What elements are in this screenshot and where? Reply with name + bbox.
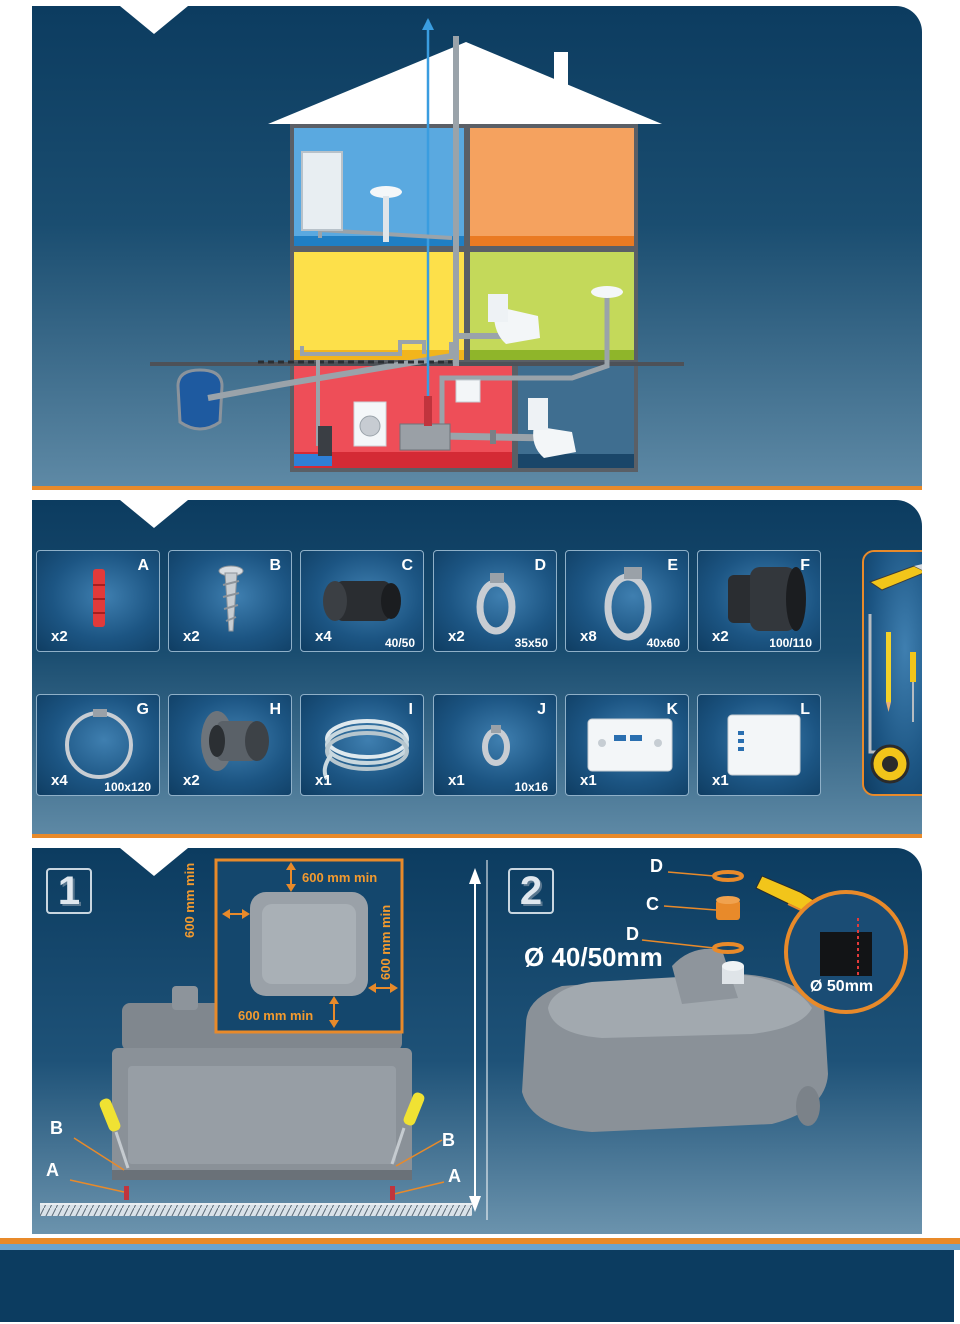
- part-quantity: x2: [183, 628, 200, 645]
- septic-tank: [176, 368, 224, 431]
- clearance-left-label: 600 mm min: [182, 862, 197, 938]
- part-d: D x2 35x50: [433, 550, 557, 652]
- panel-notch: [120, 500, 188, 528]
- washbasin: [370, 186, 402, 198]
- label-d-bottom: D: [626, 924, 639, 944]
- part-letter: E: [667, 557, 678, 574]
- screwdriver-right: [403, 1092, 425, 1126]
- part-b: B x2: [168, 550, 292, 652]
- basement-toilet: [533, 426, 576, 458]
- part-letter: D: [534, 557, 546, 574]
- control-box: [455, 379, 481, 403]
- part-j: J x1 10x16: [433, 694, 557, 796]
- tube-coil-icon: [322, 719, 409, 781]
- label-a-right: A: [448, 1166, 461, 1186]
- washbasin-2: [591, 286, 623, 298]
- label-b-right: B: [442, 1130, 455, 1150]
- part-quantity: x2: [448, 628, 465, 645]
- label-b-left: B: [50, 1118, 63, 1138]
- part-letter: F: [800, 557, 810, 574]
- step-number-2: 2: [508, 868, 554, 914]
- part-letter: C: [401, 557, 413, 574]
- control-box-icon: [587, 718, 673, 772]
- alarm-box-icon: [727, 714, 801, 776]
- part-quantity: x2: [51, 628, 68, 645]
- tools-icon: [868, 564, 922, 784]
- label-c: C: [646, 894, 659, 914]
- hose-clamp-icon: [604, 567, 652, 641]
- parts-list-panel: A x2 B x2 C x4 40/50 D x2 35x: [32, 500, 922, 838]
- part-letter: K: [666, 701, 678, 718]
- label-a-left: A: [46, 1160, 59, 1180]
- installation-steps-panel: 1 600 mm min 600 mm min 600 mm min 600 m…: [32, 848, 922, 1234]
- part-letter: B: [269, 557, 281, 574]
- house-diagram-panel: [32, 6, 922, 490]
- part-c: C x4 40/50: [300, 550, 424, 652]
- panel-notch: [120, 848, 188, 876]
- chimney: [554, 52, 568, 92]
- part-g: G x4 100x120: [36, 694, 160, 796]
- footer-stripe-orange: [0, 1238, 960, 1244]
- stepped-sleeve-icon: [728, 567, 806, 631]
- large-clamp-icon: [65, 709, 133, 779]
- installation-illustration: [40, 858, 908, 1220]
- part-f: F x2 100/110: [697, 550, 821, 652]
- part-h: H x2: [168, 694, 292, 796]
- footer-stripe-blue: [0, 1244, 960, 1250]
- part-size: 40x60: [646, 636, 680, 650]
- part-size: 100/110: [769, 636, 812, 650]
- part-letter: I: [408, 701, 413, 718]
- part-quantity: x1: [580, 772, 597, 789]
- pump-unit: [399, 423, 451, 451]
- clearance-right-label: 600 mm min: [378, 904, 393, 980]
- cut-diameter-label: Ø 50mm: [810, 978, 874, 995]
- part-quantity: x8: [580, 628, 597, 645]
- label-d-top: D: [650, 856, 663, 876]
- rubber-sleeve-icon: [323, 581, 401, 621]
- part-letter: L: [800, 701, 810, 718]
- part-letter: J: [537, 701, 546, 718]
- part-quantity: x1: [712, 772, 729, 789]
- sump-pump: [318, 426, 332, 456]
- part-quantity: x1: [315, 772, 332, 789]
- small-clamp-icon: [482, 725, 510, 766]
- part-l: L x1: [697, 694, 821, 796]
- part-letter: A: [137, 557, 149, 574]
- part-k: K x1: [565, 694, 689, 796]
- part-quantity: x2: [183, 772, 200, 789]
- part-size: 40/50: [384, 636, 415, 650]
- part-e: E x8 40x60: [565, 550, 689, 652]
- clearance-top-label: 600 mm min: [302, 870, 378, 885]
- part-size: 35x50: [514, 636, 548, 650]
- clearance-bottom-label: 600 mm min: [238, 1008, 314, 1023]
- part-a: A x2: [36, 550, 160, 652]
- pipe-diameter-label: Ø 40/50mm: [524, 942, 663, 972]
- part-quantity: x2: [712, 628, 729, 645]
- roof: [268, 42, 662, 124]
- part-i: I x1: [300, 694, 424, 796]
- footer-bar: [0, 1250, 954, 1322]
- connector-icon: [201, 711, 269, 771]
- drain-pipe: [207, 342, 455, 401]
- part-letter: H: [269, 701, 281, 718]
- room-orange: [470, 128, 634, 246]
- panel-notch: [120, 6, 188, 34]
- screwdriver-left: [99, 1098, 121, 1132]
- part-size: 10x16: [514, 780, 548, 794]
- shower-cabin: [301, 151, 343, 231]
- part-quantity: x4: [51, 772, 68, 789]
- part-quantity: x1: [448, 772, 465, 789]
- floor: [40, 1204, 472, 1216]
- part-size: 100x120: [104, 780, 151, 794]
- house-illustration: [150, 18, 684, 472]
- required-tools: [862, 550, 922, 796]
- wall-plug-icon: [93, 569, 105, 627]
- part-quantity: x4: [315, 628, 332, 645]
- hose-clamp-icon: [476, 573, 516, 635]
- screw-icon: [218, 565, 244, 632]
- part-letter: G: [136, 701, 149, 718]
- step-number-1: 1: [46, 868, 92, 914]
- room-yellow: [294, 252, 464, 360]
